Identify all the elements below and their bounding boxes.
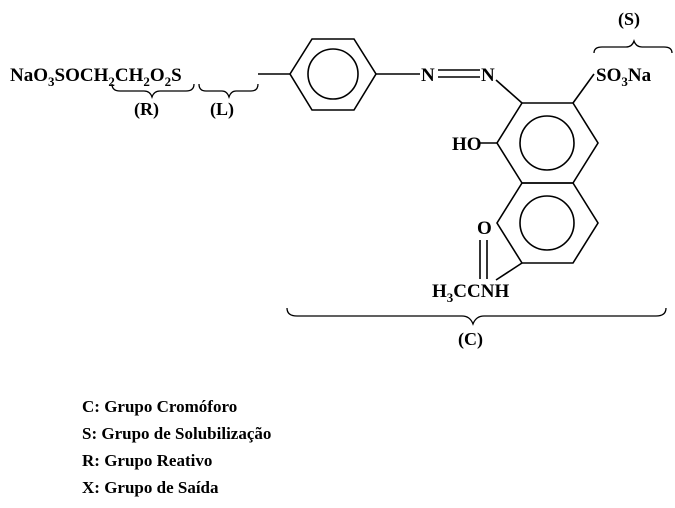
naphthalene-upper-ring [496, 102, 599, 184]
link-brace [198, 83, 259, 100]
azo-n1: N [421, 65, 435, 86]
chromophore-brace [286, 307, 667, 326]
legend-item-reactive: R: Grupo Reativo [82, 451, 212, 470]
chromophore-label: (C) [458, 329, 483, 350]
benzene-aromatic-circle [307, 48, 359, 100]
reactive-brace [111, 83, 195, 100]
ring-nh-bond [495, 262, 523, 281]
azo-n2: N [481, 65, 495, 86]
legend-item-solubilization: S: Grupo de Solubilização [82, 424, 271, 443]
hydroxyl-group: HO [452, 134, 482, 155]
acetamido-group: H3CCNH [432, 281, 509, 305]
reactive-label: (R) [134, 99, 159, 120]
azo-naphthalene-bond [495, 79, 523, 104]
legend: C: Grupo Cromóforo S: Grupo de Solubiliz… [82, 397, 271, 497]
naphthalene-upper-aromatic-circle [519, 115, 575, 171]
sulfonate-group: SO3Na [596, 65, 652, 89]
naphthalene-lower-aromatic-circle [519, 195, 575, 251]
naphthalene-lower-ring [496, 182, 599, 264]
ring-so3na-bond [572, 73, 595, 104]
solubilization-label: (S) [618, 9, 640, 30]
sulfato-chain-prefix: NaO3SOCH2CH2O2S [10, 65, 182, 89]
legend-item-leaving-group: X: Grupo de Saída [82, 478, 219, 497]
solubilization-brace [593, 38, 673, 54]
link-label: (L) [210, 99, 234, 120]
carbonyl-oxygen: O [477, 218, 492, 239]
legend-item-chromophore: C: Grupo Cromóforo [82, 397, 237, 416]
